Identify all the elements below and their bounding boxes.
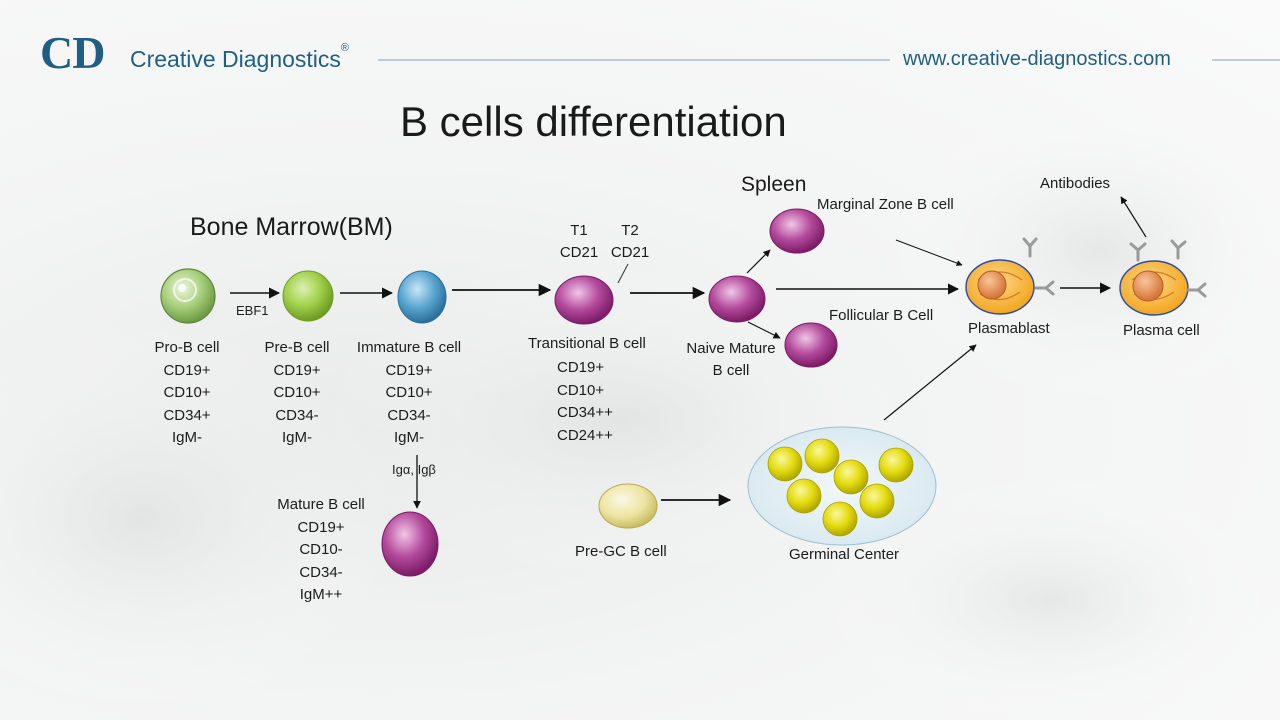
transitional-b-marker: CD19+	[557, 359, 605, 376]
follicular-b-cell-icon	[784, 322, 838, 368]
section-bone-marrow: Bone Marrow(BM)	[190, 213, 393, 241]
t1-name: T1	[570, 222, 588, 239]
pro-b-cell-label: Pro-B cell CD19+ CD10+ CD34+ IgM-	[154, 337, 219, 450]
germinal-center-label: Germinal Center	[789, 546, 900, 563]
pro-b-marker: CD10+	[163, 384, 211, 401]
arrow-marginal-to-plasmablast	[895, 239, 963, 266]
transitional-b-markers: CD19+ CD10+ CD34++ CD24++	[557, 357, 613, 447]
immature-b-marker: CD19+	[385, 361, 433, 379]
pro-b-cell-icon	[160, 268, 216, 324]
logo-mark: CD	[40, 27, 105, 78]
plasmablast-label: Plasmablast	[968, 320, 1050, 337]
arrow-gc-to-plasmablast	[883, 344, 977, 421]
page-title: B cells differentiation	[400, 98, 787, 145]
pro-b-name: Pro-B cell	[154, 339, 220, 356]
t1-label: T1 CD21	[560, 220, 598, 264]
pre-b-cell-icon	[282, 270, 334, 322]
naive-mature-line2: B cell	[712, 362, 750, 379]
marginal-zone-b-cell-label: Marginal Zone B cell	[817, 196, 954, 213]
arrow-naive-to-marginal	[746, 249, 771, 274]
section-spleen: Spleen	[741, 173, 807, 196]
pre-b-name: Pre-B cell	[264, 339, 330, 356]
naive-mature-b-cell-label: Naive Mature B cell	[686, 338, 775, 382]
company-name: Creative Diagnostics®	[130, 42, 349, 73]
transitional-b-marker: CD10+	[557, 381, 605, 399]
immature-b-cell-icon	[397, 270, 447, 324]
arrow-naive-to-follicular	[747, 321, 781, 339]
transitional-b-marker: CD24++	[557, 426, 613, 444]
mature-b-cell-label: Mature B cell CD19+ CD10- CD34- IgM++	[277, 494, 365, 607]
marginal-zone-b-cell-icon	[769, 208, 825, 254]
transitional-b-name: Transitional B cell	[528, 335, 646, 352]
mature-b-name: Mature B cell	[277, 496, 365, 513]
pre-b-marker: IgM-	[282, 429, 312, 446]
t2-pointer-line	[617, 263, 629, 284]
website-url[interactable]: www.creative-diagnostics.com	[903, 48, 1171, 70]
ig-alpha-beta-label: Igα, Igβ	[392, 462, 436, 477]
mature-b-marker: CD10-	[299, 541, 343, 558]
immature-b-marker: CD10+	[385, 384, 433, 401]
pre-b-cell-label: Pre-B cell CD19+ CD10+ CD34- IgM-	[264, 337, 329, 450]
pre-b-marker: CD10+	[273, 384, 321, 401]
naive-mature-b-cell-icon	[708, 275, 766, 323]
transitional-b-cell-icon	[554, 275, 614, 325]
pre-b-marker: CD34-	[275, 406, 319, 424]
company-name-text: Creative Diagnostics	[130, 46, 341, 72]
immature-b-marker: CD34-	[387, 406, 431, 424]
germinal-center-icon	[747, 426, 937, 546]
follicular-b-cell-label: Follicular B Cell	[829, 307, 934, 324]
transitional-b-marker: CD34++	[557, 404, 613, 421]
pro-b-marker: IgM-	[172, 429, 202, 446]
immature-b-name: Immature B cell	[356, 339, 462, 356]
plasma-cell-label: Plasma cell	[1123, 322, 1200, 339]
t2-name: T2	[621, 222, 639, 239]
pro-b-marker: CD34+	[163, 406, 211, 424]
pre-gc-b-cell-icon	[598, 483, 658, 529]
pre-b-marker: CD19+	[273, 361, 321, 379]
mature-b-marker: IgM++	[299, 586, 343, 603]
mature-b-cell-icon	[381, 511, 439, 577]
t1-marker: CD21	[559, 244, 599, 261]
naive-mature-line1: Naive Mature	[686, 340, 776, 357]
mature-b-marker: CD19+	[297, 518, 345, 536]
immature-b-cell-label: Immature B cell CD19+ CD10+ CD34- IgM-	[357, 337, 461, 450]
registered-mark: ®	[340, 42, 350, 54]
pro-b-marker: CD19+	[163, 361, 211, 379]
immature-b-marker: IgM-	[393, 429, 424, 446]
mature-b-marker: CD34-	[299, 563, 343, 581]
plasma-cell-icon	[1119, 239, 1207, 316]
arrow-plasma-to-antibodies	[1120, 196, 1147, 238]
t2-marker: CD21	[610, 244, 650, 261]
t2-label: T2 CD21	[611, 220, 649, 264]
antibodies-label: Antibodies	[1040, 175, 1111, 192]
pre-gc-b-cell-label: Pre-GC B cell	[575, 543, 667, 560]
plasmablast-icon	[965, 237, 1055, 315]
ebf1-label: EBF1	[236, 303, 269, 318]
